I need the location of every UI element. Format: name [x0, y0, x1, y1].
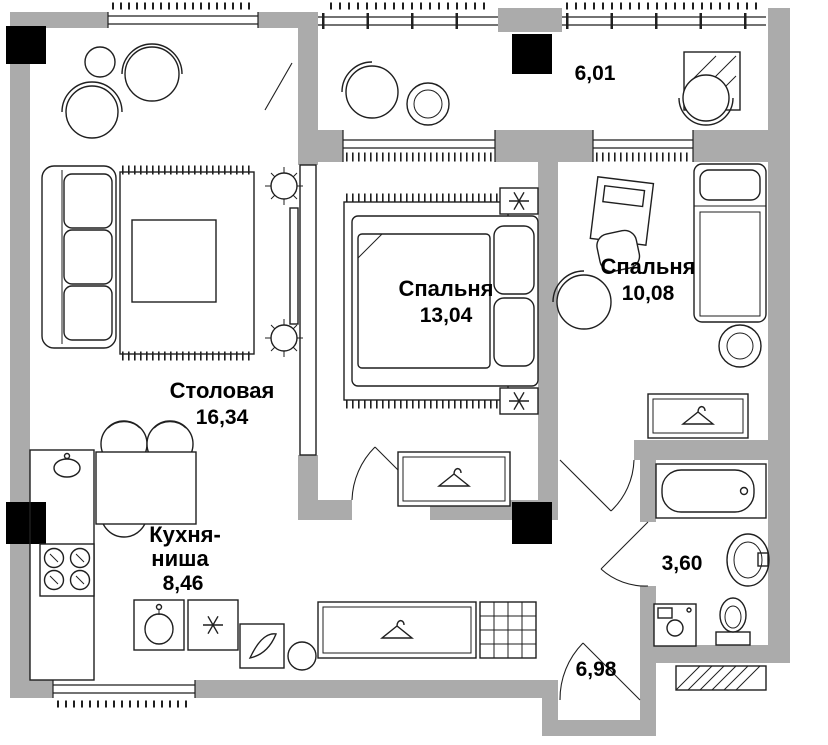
washing-machine	[653, 603, 697, 647]
window-bedroom-main	[342, 130, 496, 162]
double-bed	[351, 215, 539, 387]
pillow	[699, 169, 761, 201]
radiator	[289, 207, 299, 325]
label-bedroom-main-area: 13,04	[420, 304, 473, 327]
pillow	[493, 225, 535, 295]
desk-chair	[596, 229, 641, 273]
label-dining-area: 16,34	[196, 406, 249, 429]
chair	[682, 74, 730, 122]
bedroom-main-furniture	[343, 187, 539, 507]
stove	[39, 543, 95, 597]
hallway-furniture	[317, 601, 537, 659]
plant-icon	[265, 167, 303, 205]
door-bedroom-second	[559, 459, 635, 512]
nightstand	[499, 387, 539, 415]
label-kitchen-name-line2: ниша	[151, 546, 209, 571]
balcony-glazing	[318, 2, 766, 29]
bathtub	[655, 463, 767, 519]
decor-cabinet	[239, 623, 285, 669]
window-kitchen	[52, 680, 196, 708]
window-bedroom-second	[592, 130, 694, 162]
dining-table	[95, 451, 197, 525]
kitchen-furniture	[29, 420, 317, 681]
armchair	[65, 85, 119, 139]
wardrobe	[397, 451, 511, 507]
label-kitchen-area: 8,46	[163, 572, 204, 595]
wardrobe	[317, 601, 477, 659]
label-bedroom-second-area: 10,08	[622, 282, 675, 305]
armchair	[345, 65, 399, 119]
door-bathroom	[600, 521, 649, 587]
kitchen-sink-small	[53, 452, 81, 478]
rug	[119, 165, 255, 361]
round-table	[406, 82, 450, 126]
vent-grille	[675, 665, 767, 691]
shoe-cabinet	[479, 601, 537, 659]
stool	[287, 641, 317, 671]
dining-room-furniture	[41, 43, 303, 361]
wardrobe	[647, 393, 749, 439]
fridge	[187, 599, 239, 651]
label-bedroom-main-name: Спальня	[398, 276, 493, 301]
window-dining	[107, 2, 259, 28]
pillow	[493, 297, 535, 367]
balcony-furniture	[341, 51, 741, 126]
label-balcony-area: 6,01	[575, 62, 616, 85]
label-hallway-area: 6,98	[576, 658, 617, 681]
kitchen-sink-unit	[133, 599, 185, 651]
armchair	[556, 274, 612, 330]
toilet	[715, 597, 751, 646]
label-kitchen-name-line1: Кухня-	[149, 522, 221, 547]
armchair	[124, 46, 180, 102]
label-dining-name: Столовая	[170, 378, 275, 403]
side-table	[84, 46, 116, 78]
label-bedroom-second-name: Спальня	[600, 254, 695, 279]
washbasin	[726, 533, 770, 587]
partition-wall	[299, 164, 317, 456]
bedroom-second-furniture	[552, 163, 767, 439]
nightstand	[499, 187, 539, 215]
door-entrance	[559, 642, 641, 701]
label-bathroom-area: 3,60	[662, 552, 703, 575]
single-bed	[693, 163, 767, 323]
bathroom-furniture	[653, 463, 770, 691]
pouf-inner	[726, 332, 754, 360]
swing-line	[264, 62, 293, 111]
structural-columns	[6, 26, 552, 544]
coffee-table	[131, 219, 217, 303]
room-labels: Столовая 16,34 Спальня 13,04 Спальня 10,…	[149, 62, 702, 681]
sofa	[41, 165, 117, 349]
pouf	[718, 324, 762, 368]
plant-icon	[265, 319, 303, 357]
